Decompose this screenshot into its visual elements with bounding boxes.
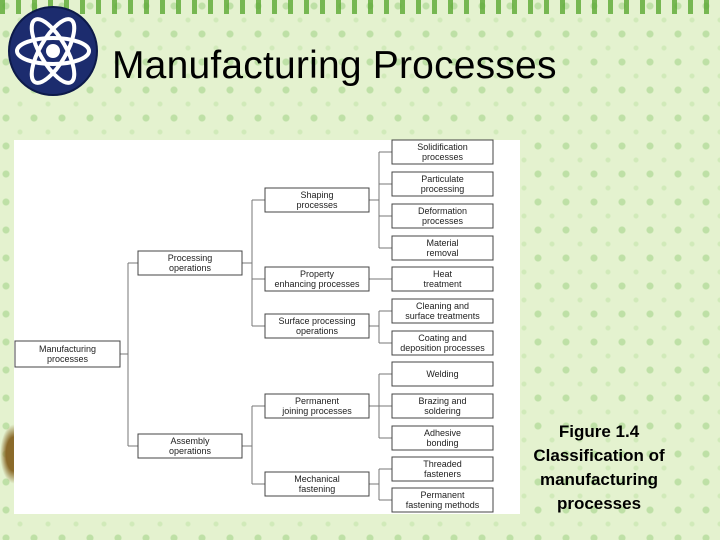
decorative-top-border bbox=[0, 0, 720, 14]
node-box bbox=[391, 203, 494, 229]
node-label: operations bbox=[296, 326, 339, 336]
node-label: processes bbox=[296, 200, 338, 210]
node-label: Coating and bbox=[418, 333, 467, 343]
node-box bbox=[264, 393, 370, 419]
node-box bbox=[264, 266, 370, 292]
node-box bbox=[137, 250, 243, 276]
node-label: Particulate bbox=[421, 174, 464, 184]
node-label: Mechanical bbox=[294, 474, 340, 484]
diagram-nodes: ManufacturingprocessesProcessingoperatio… bbox=[14, 139, 494, 513]
node-label: Material bbox=[426, 238, 458, 248]
node-label: Property bbox=[300, 269, 335, 279]
node-label: processes bbox=[422, 152, 464, 162]
caption-line: Classification of bbox=[533, 446, 665, 465]
node-label: treatment bbox=[423, 279, 462, 289]
node-label: enhancing processes bbox=[274, 279, 360, 289]
node-box bbox=[391, 235, 494, 261]
node-label: processes bbox=[47, 354, 89, 364]
node-label: soldering bbox=[424, 406, 461, 416]
slide-title: Manufacturing Processes bbox=[112, 44, 557, 87]
node-label: deposition processes bbox=[400, 343, 485, 353]
node-welding: Welding bbox=[391, 361, 494, 387]
node-box bbox=[391, 487, 494, 513]
caption-line: manufacturing bbox=[539, 470, 659, 489]
node-label: Surface processing bbox=[278, 316, 355, 326]
node-box bbox=[391, 393, 494, 419]
node-box bbox=[264, 187, 370, 213]
node-box bbox=[391, 139, 494, 165]
node-box bbox=[391, 298, 494, 324]
node-label: Shaping bbox=[300, 190, 333, 200]
node-label: removal bbox=[426, 248, 458, 258]
node-box bbox=[391, 361, 494, 387]
node-label: Solidification bbox=[417, 142, 468, 152]
node-box bbox=[264, 471, 370, 497]
node-label: Permanent bbox=[420, 490, 465, 500]
node-box bbox=[137, 433, 243, 459]
atom-icon bbox=[8, 6, 98, 96]
node-box bbox=[391, 171, 494, 197]
node-label: Brazing and bbox=[418, 396, 466, 406]
node-label: operations bbox=[169, 263, 212, 273]
node-label: bonding bbox=[426, 438, 458, 448]
caption-line: Figure 1.4 bbox=[558, 422, 640, 441]
node-box bbox=[391, 266, 494, 292]
node-box bbox=[14, 340, 121, 368]
decorative-left-shape bbox=[0, 424, 14, 484]
node-label: Threaded bbox=[423, 459, 462, 469]
node-box bbox=[391, 330, 494, 356]
node-label: processes bbox=[422, 216, 464, 226]
node-box bbox=[264, 313, 370, 339]
node-label: Cleaning and bbox=[416, 301, 469, 311]
node-label: Permanent bbox=[295, 396, 340, 406]
node-box bbox=[391, 456, 494, 482]
node-label: fasteners bbox=[424, 469, 462, 479]
node-label: Processing bbox=[168, 253, 213, 263]
node-label: Heat bbox=[433, 269, 453, 279]
node-label: Adhesive bbox=[424, 428, 461, 438]
node-box bbox=[391, 425, 494, 451]
node-label: joining processes bbox=[281, 406, 352, 416]
node-label: fastening methods bbox=[406, 500, 480, 510]
node-label: processing bbox=[421, 184, 465, 194]
node-label: Deformation bbox=[418, 206, 467, 216]
node-label: Assembly bbox=[170, 436, 210, 446]
figure-caption: Figure 1.4 Classification of manufacturi… bbox=[520, 420, 678, 516]
node-label: fastening bbox=[299, 484, 336, 494]
diagram-connectors bbox=[120, 151, 392, 501]
node-label: Manufacturing bbox=[39, 344, 96, 354]
caption-line: processes bbox=[556, 494, 642, 513]
node-label: operations bbox=[169, 446, 212, 456]
node-label: surface treatments bbox=[405, 311, 480, 321]
node-label: Welding bbox=[426, 369, 458, 379]
